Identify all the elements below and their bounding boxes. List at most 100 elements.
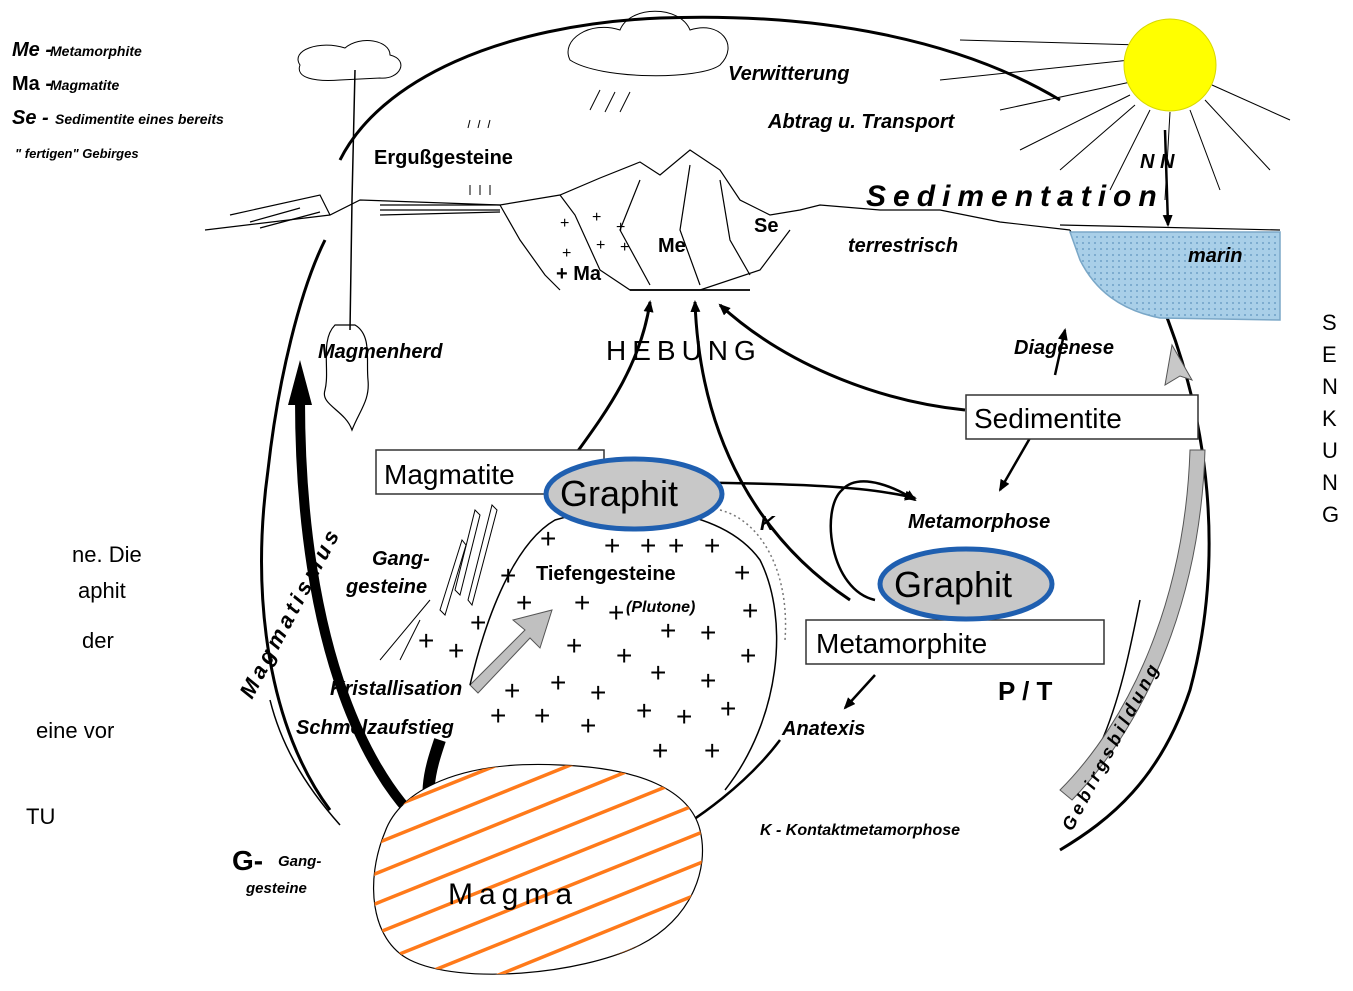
svg-text:N: N [1322, 470, 1338, 495]
svg-text:+: + [574, 587, 590, 618]
svg-text:+: + [604, 530, 620, 561]
legend-me-abbr: Me - [12, 39, 52, 61]
label-verwitterung: Verwitterung [728, 63, 850, 85]
svg-text:+: + [550, 667, 566, 698]
label-abtrag: Abtrag u. Transport [767, 111, 956, 133]
label-metamorphose: Metamorphose [908, 511, 1050, 533]
svg-text:+: + [734, 557, 750, 588]
label-nn: N N [1140, 151, 1175, 173]
label-ma: + Ma [556, 263, 602, 285]
svg-text:+: + [470, 607, 486, 638]
svg-text:+: + [720, 693, 736, 724]
legend-se-text2: " fertigen" Gebirges [15, 146, 139, 161]
label-gang-2: gesteine [345, 576, 427, 598]
label-terrestrisch: terrestrisch [848, 235, 958, 257]
magma-body [360, 740, 720, 991]
svg-text:+: + [700, 665, 716, 696]
svg-text:+: + [636, 695, 652, 726]
sea-marin [1070, 232, 1280, 320]
svg-text:+: + [652, 735, 668, 766]
side-text-2: aphit [78, 578, 126, 603]
label-se: Se [754, 215, 778, 237]
volcano-conduit [350, 70, 355, 330]
svg-text:G: G [1322, 502, 1339, 527]
label-graphit-2: Graphit [894, 564, 1012, 605]
svg-text:+: + [616, 219, 625, 236]
svg-text:+: + [592, 209, 601, 226]
svg-text:N: N [1322, 374, 1338, 399]
clouds [298, 11, 728, 195]
svg-text:+: + [668, 530, 684, 561]
label-anatexis: Anatexis [781, 718, 865, 740]
label-sedimentite: Sedimentite [974, 403, 1122, 434]
svg-text:+: + [590, 677, 606, 708]
label-marin: marin [1188, 245, 1242, 267]
svg-text:K: K [1322, 406, 1337, 431]
svg-text:E: E [1322, 342, 1337, 367]
label-kontakt: K - Kontaktmetamorphose [760, 822, 960, 839]
legend-ma-text: Magmatite [50, 77, 119, 93]
svg-text:+: + [650, 657, 666, 688]
sun [940, 19, 1290, 200]
side-text: ne. Die aphit der eine vor TU [26, 542, 142, 829]
svg-text:+: + [700, 617, 716, 648]
label-gebirgsbildung: Gebirgsbildung [1058, 658, 1164, 834]
label-kristallisation: Kristallisation [330, 678, 462, 700]
svg-text:+: + [742, 595, 758, 626]
svg-text:+: + [704, 530, 720, 561]
legend: Me - Metamorphite Ma - Magmatite Se - Se… [12, 39, 224, 161]
label-sedimentation: Sedimentation [866, 180, 1164, 213]
svg-text:+: + [580, 710, 596, 741]
label-g-text1: Gang- [278, 853, 321, 870]
side-text-3: der [82, 628, 114, 653]
legend-me-text: Metamorphite [50, 43, 142, 59]
svg-text:+: + [500, 560, 516, 591]
label-pt: P / T [998, 676, 1053, 706]
label-metamorphite: Metamorphite [816, 628, 987, 659]
label-plutone: (Plutone) [626, 599, 695, 616]
svg-text:+: + [640, 530, 656, 561]
legend-se-abbr: Se - [12, 107, 49, 129]
label-k: K [760, 513, 776, 535]
svg-text:+: + [448, 635, 464, 666]
label-magmatite: Magmatite [384, 459, 515, 490]
label-me: Me [658, 235, 686, 257]
svg-text:+: + [676, 701, 692, 732]
svg-text:+: + [608, 597, 624, 628]
label-diagenese: Diagenese [1014, 337, 1114, 359]
svg-text:+: + [562, 245, 571, 262]
label-schmelzaufstieg: Schmelzaufstieg [296, 717, 454, 739]
label-magmatismus: Magmatismus [234, 522, 346, 702]
side-text-1: ne. Die [72, 542, 142, 567]
side-text-5: TU [26, 804, 55, 829]
label-ergussgesteine: Ergußgesteine [374, 147, 513, 169]
svg-text:+: + [620, 239, 629, 256]
svg-text:+: + [566, 630, 582, 661]
legend-ma-abbr: Ma - [12, 73, 52, 95]
svg-text:+: + [534, 700, 550, 731]
legend-se-text: Sedimentite eines bereits [55, 111, 224, 127]
svg-text:+: + [418, 625, 434, 656]
svg-text:+: + [490, 700, 506, 731]
svg-text:+: + [540, 523, 556, 554]
side-text-4: eine vor [36, 718, 114, 743]
svg-text:+: + [560, 215, 569, 232]
svg-text:U: U [1322, 438, 1338, 463]
label-tiefengesteine: Tiefengesteine [536, 563, 676, 585]
svg-text:+: + [704, 735, 720, 766]
label-magmenherd: Magmenherd [318, 341, 443, 363]
svg-text:+: + [504, 675, 520, 706]
senkung-vertical: S E N K U N G [1322, 310, 1339, 527]
label-g-abbr: G- [232, 845, 263, 876]
label-gang-1: Gang- [372, 548, 430, 570]
svg-text:+: + [660, 615, 676, 646]
svg-text:+: + [616, 640, 632, 671]
label-hebung: HEBUNG [606, 335, 762, 366]
label-magma: Magma [448, 878, 578, 911]
svg-text:+: + [596, 237, 605, 254]
label-g-text2: gesteine [245, 880, 307, 897]
svg-text:+: + [740, 640, 756, 671]
svg-text:+: + [516, 587, 532, 618]
